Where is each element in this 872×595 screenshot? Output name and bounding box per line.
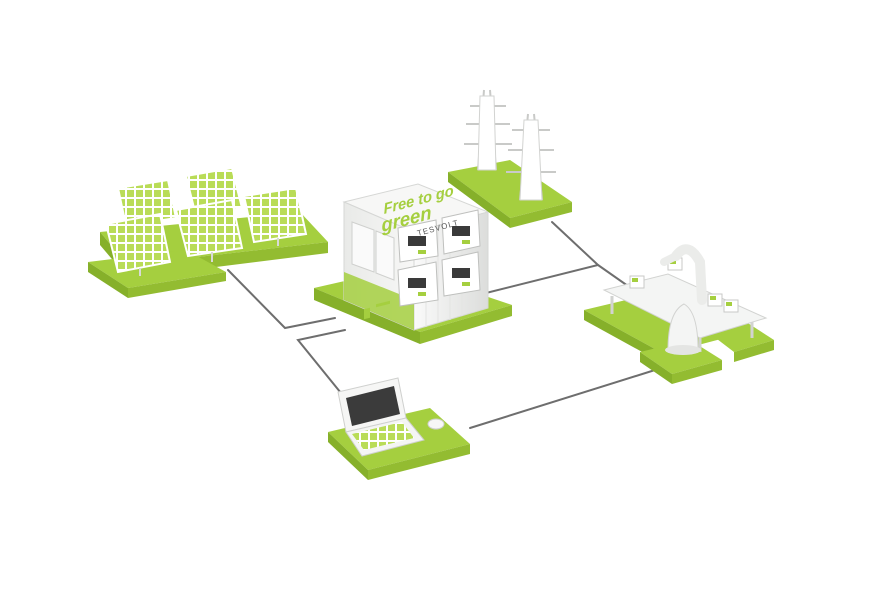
cable-storage-to-grid: [477, 221, 601, 296]
robot-arm-icon: [602, 244, 768, 355]
grid-platform: [448, 160, 572, 228]
cable-laptop-to-industry: [469, 369, 656, 429]
laptop-icon: [337, 300, 445, 457]
mouse-icon: [427, 418, 445, 430]
solar-panel-icon: [104, 166, 308, 276]
cable-storage-to-laptop: [296, 329, 346, 399]
battery-container-icon: Free to go green TESVOLT: [342, 182, 490, 331]
cable-network: [227, 221, 656, 429]
cable-solar-to-storage: [227, 269, 336, 330]
